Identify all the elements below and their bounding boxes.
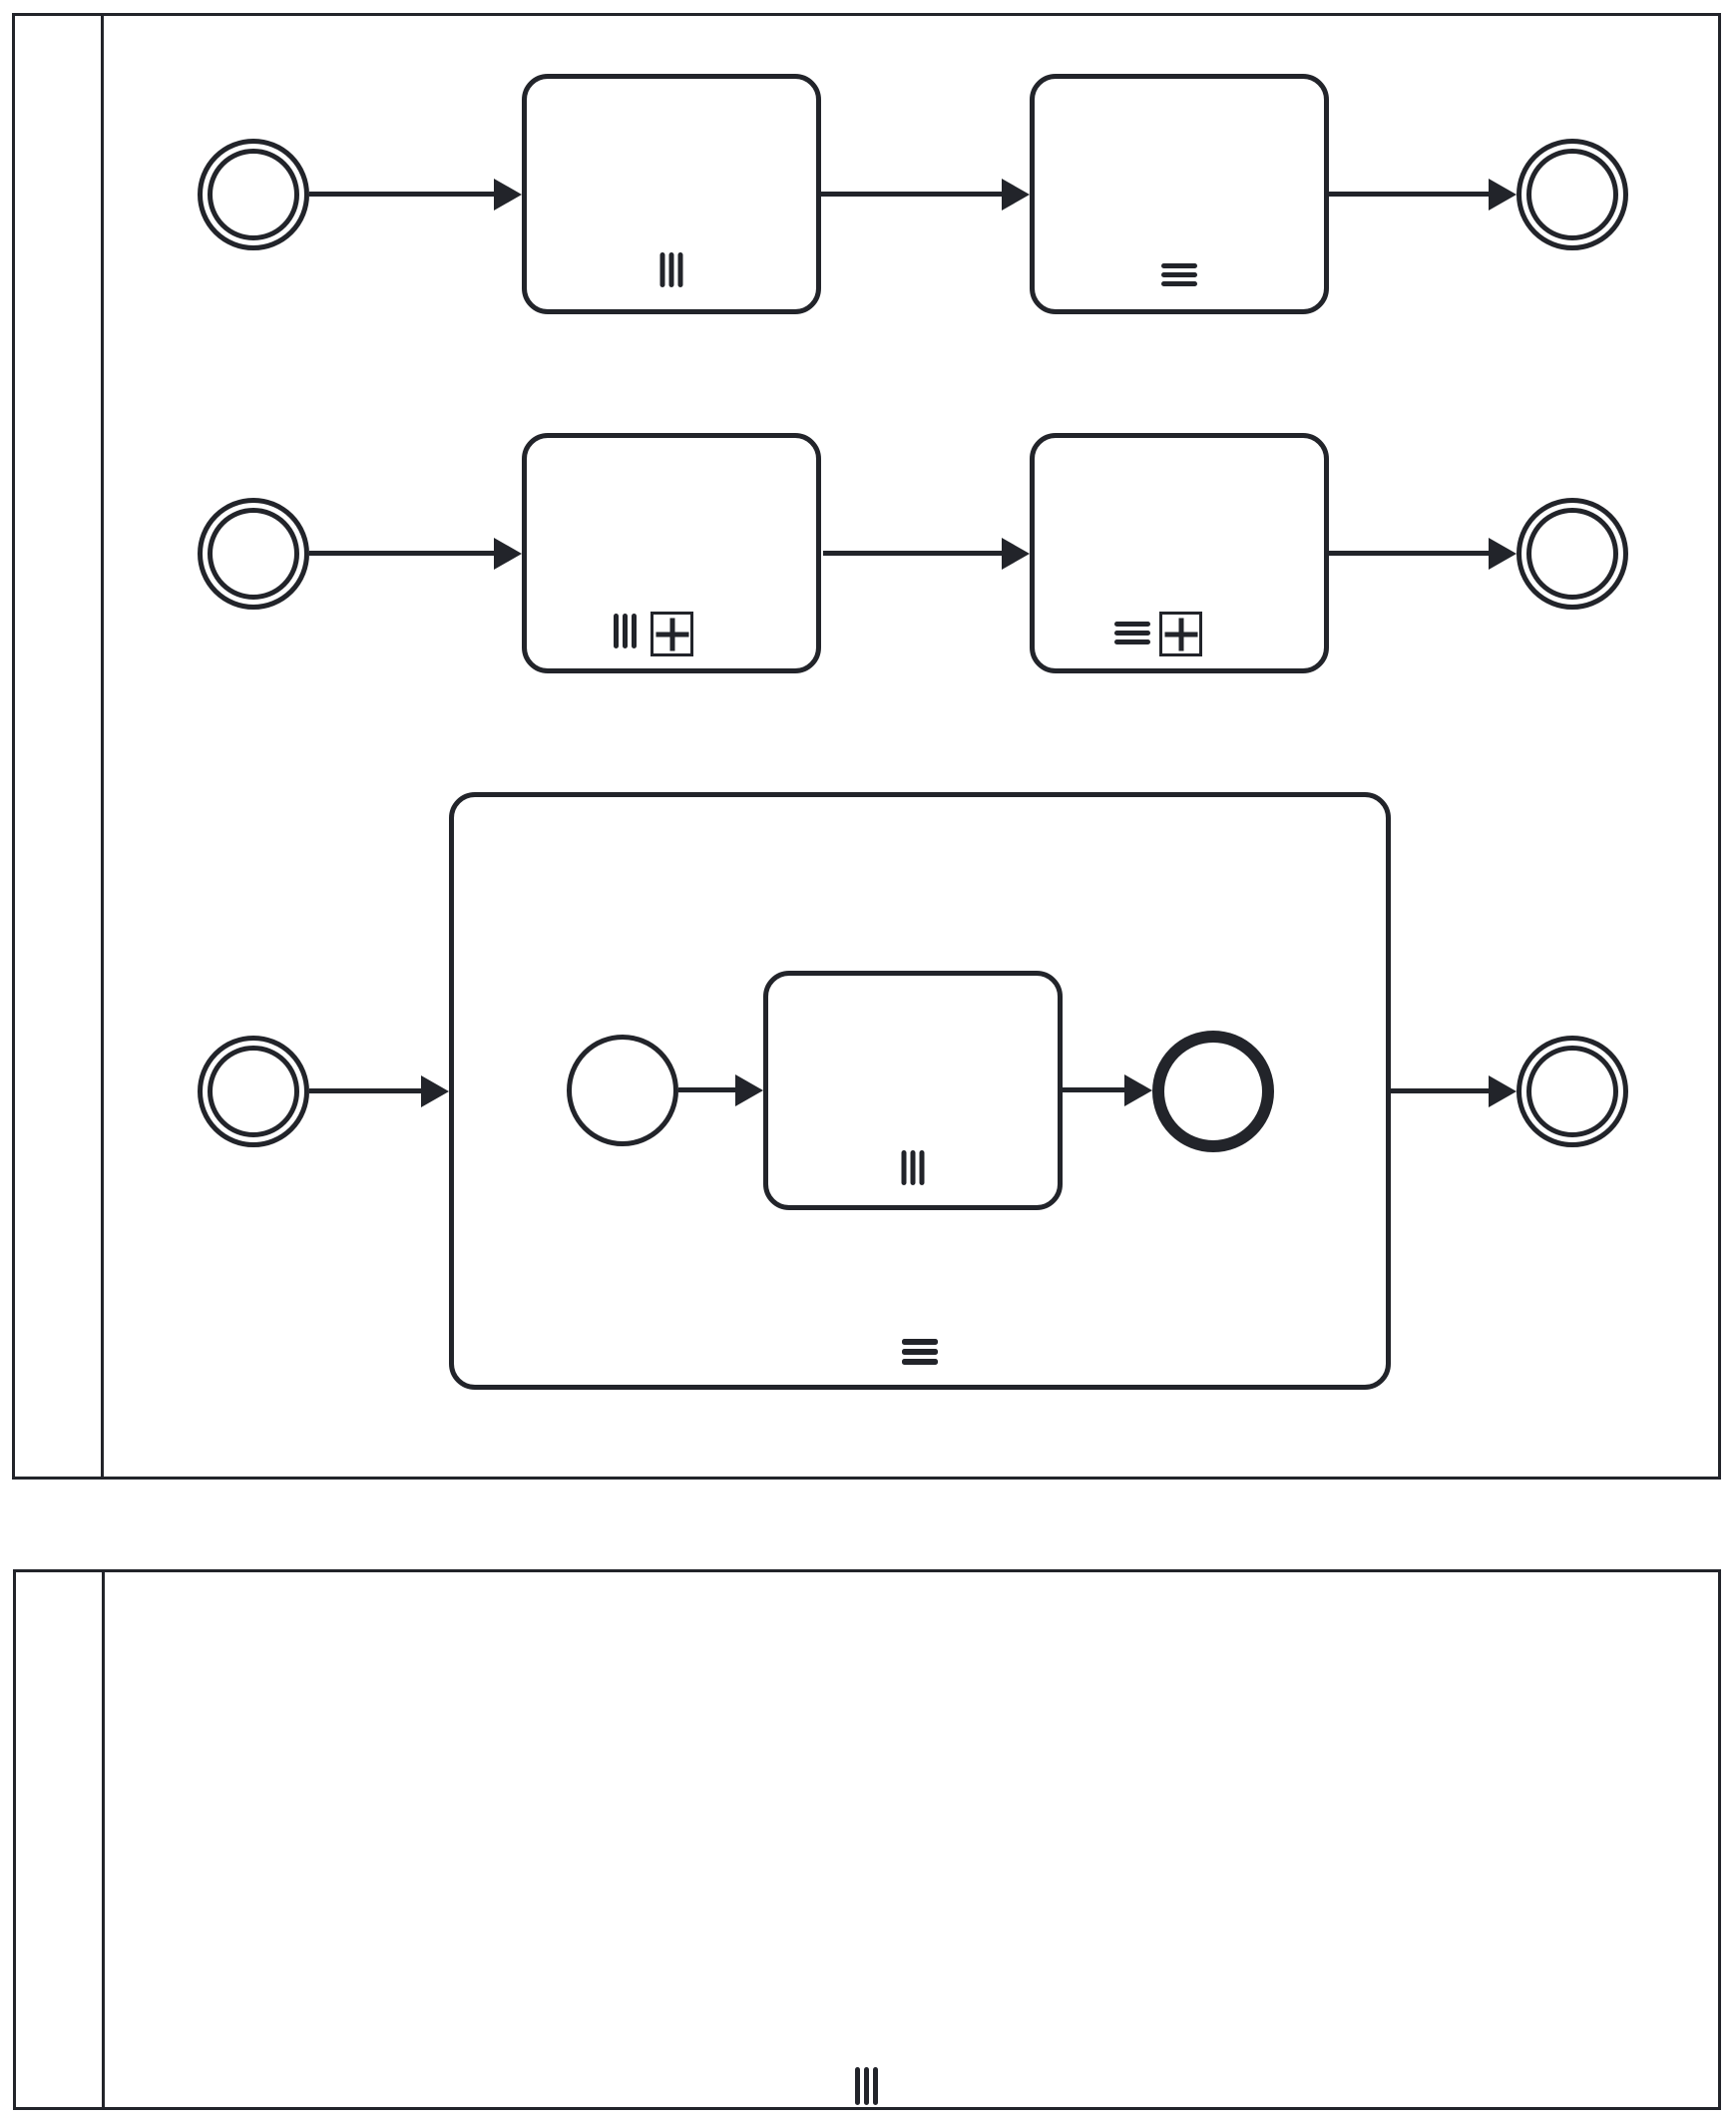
sequence-flow[interactable] <box>1329 537 1517 570</box>
participant-pool-top[interactable] <box>12 13 1721 1480</box>
marker-bar <box>668 252 674 287</box>
intermediate-event-icon <box>208 149 299 240</box>
marker-bar <box>901 1150 907 1185</box>
pool-bottom-header-separator <box>102 1572 105 2107</box>
intermediate-event-icon <box>208 1046 299 1137</box>
start-event-inner[interactable] <box>567 1035 678 1146</box>
end-event-inner[interactable] <box>1152 1031 1274 1152</box>
sequence-flow[interactable] <box>1391 1074 1517 1107</box>
participant-pool-bottom[interactable] <box>13 1569 1721 2110</box>
marker-bar <box>902 1359 938 1365</box>
sequence-flow[interactable] <box>309 1074 449 1107</box>
subprocess-plus-icon[interactable] <box>651 612 693 656</box>
parallel-multi-instance-icon <box>614 614 637 648</box>
marker-bar <box>873 2067 878 2105</box>
marker-bar <box>1161 263 1197 268</box>
parallel-multi-instance-icon <box>659 252 683 287</box>
sequence-flow[interactable] <box>309 537 522 570</box>
marker-bar <box>1161 272 1197 277</box>
task-inner-parallel-multi-instance[interactable] <box>763 971 1063 1210</box>
parallel-multi-instance-icon <box>855 2067 878 2105</box>
intermediate-event-icon <box>1526 149 1618 240</box>
marker-bar <box>919 1150 925 1185</box>
intermediate-event-row3-start[interactable] <box>198 1036 309 1147</box>
sequence-flow[interactable] <box>1063 1073 1152 1106</box>
marker-bar <box>1114 622 1150 627</box>
sequence-flow[interactable] <box>309 178 522 211</box>
marker-bar <box>910 1150 916 1185</box>
subprocess-plus-icon[interactable] <box>1159 612 1202 656</box>
parallel-multi-instance-icon <box>901 1150 925 1185</box>
intermediate-event-row1-end[interactable] <box>1517 139 1628 250</box>
pool-top-header-separator <box>101 16 104 1477</box>
sequential-multi-instance-icon <box>1161 263 1197 286</box>
task-sequential-multi-instance[interactable] <box>1030 74 1329 314</box>
intermediate-event-icon <box>1526 508 1618 600</box>
intermediate-event-row2-end[interactable] <box>1517 498 1628 610</box>
marker-bar <box>623 614 628 648</box>
marker-bar <box>1114 631 1150 636</box>
sequential-multi-instance-icon <box>1114 622 1150 644</box>
sequence-flow[interactable] <box>821 178 1030 211</box>
intermediate-event-row2-start[interactable] <box>198 498 309 610</box>
sequence-flow[interactable] <box>678 1073 763 1106</box>
marker-bar <box>677 252 683 287</box>
marker-bar <box>864 2067 869 2105</box>
marker-bar <box>902 1339 938 1345</box>
intermediate-event-icon <box>208 508 299 600</box>
intermediate-event-row3-end[interactable] <box>1517 1036 1628 1147</box>
marker-bar <box>632 614 637 648</box>
marker-bar <box>614 614 619 648</box>
sequential-multi-instance-icon <box>902 1339 938 1365</box>
intermediate-event-icon <box>1526 1046 1618 1137</box>
sequence-flow[interactable] <box>823 537 1030 570</box>
marker-bar <box>855 2067 860 2105</box>
collapsed-subprocess-sequential-multi-instance[interactable] <box>1030 433 1329 673</box>
intermediate-event-row1-start[interactable] <box>198 139 309 250</box>
sequence-flow[interactable] <box>1329 178 1517 211</box>
collapsed-subprocess-parallel-multi-instance[interactable] <box>522 433 821 673</box>
task-parallel-multi-instance[interactable] <box>522 74 821 314</box>
marker-bar <box>1161 281 1197 286</box>
marker-bar <box>659 252 665 287</box>
marker-bar <box>1114 639 1150 644</box>
marker-bar <box>902 1349 938 1355</box>
